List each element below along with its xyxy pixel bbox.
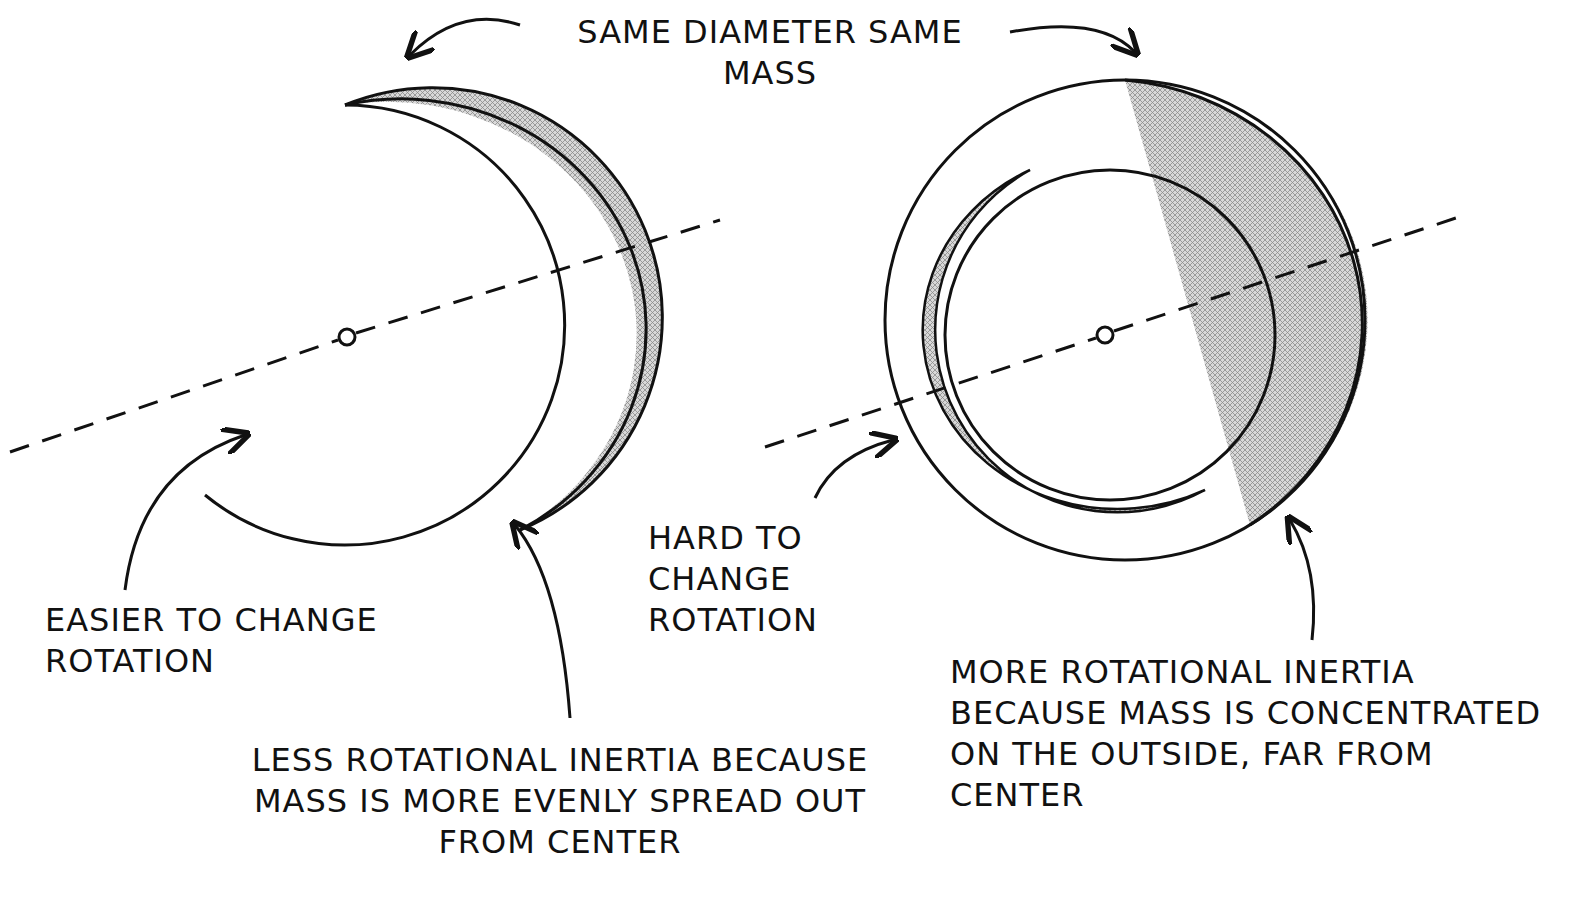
note-label: EASIER TO CHANGE ROTATION [45, 600, 515, 682]
ring [885, 80, 1368, 560]
note-label: MORE ROTATIONAL INERTIA BECAUSE MASS IS … [950, 652, 1562, 816]
note-label: SAME DIAMETER SAME MASS [570, 12, 970, 94]
axis-line [10, 215, 1465, 452]
solid-disc [205, 88, 662, 545]
note-label: LESS ROTATIONAL INERTIA BECAUSE MASS IS … [240, 740, 880, 863]
note-label: HARD TO CHANGE ROTATION [648, 518, 898, 641]
